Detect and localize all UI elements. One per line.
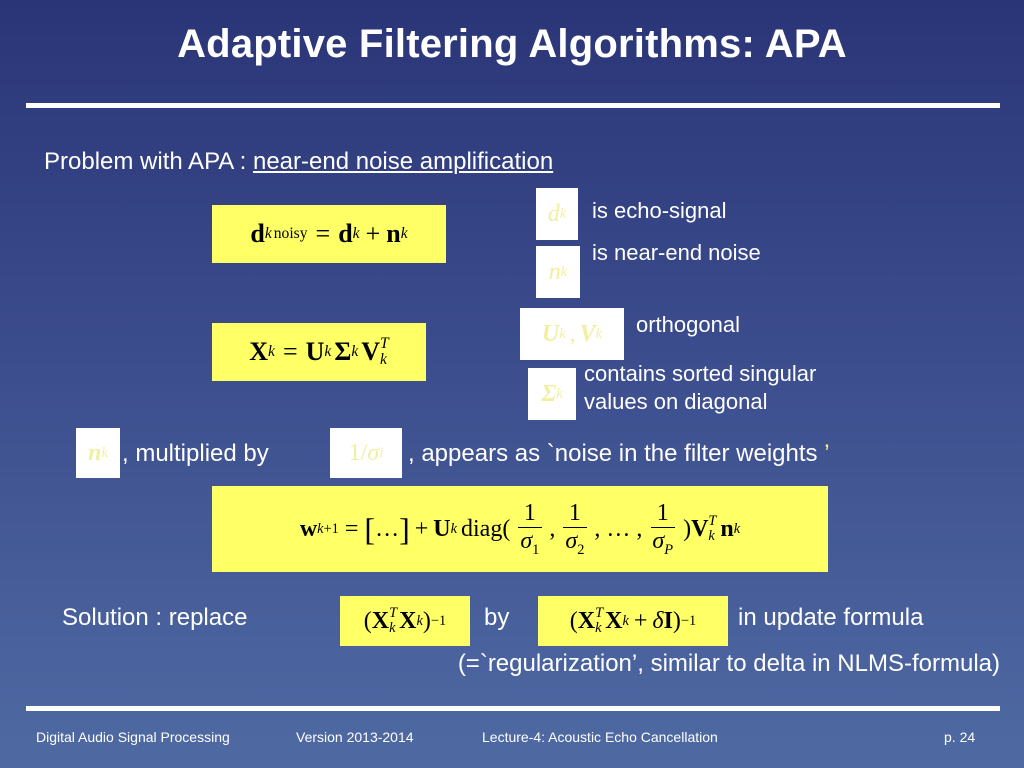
- orthogonal-description: orthogonal: [636, 312, 740, 337]
- solution-label: Solution : replace: [62, 604, 248, 631]
- echo-signal-description: is echo-signal: [592, 198, 727, 223]
- problem-label: Problem with APA :: [44, 148, 247, 175]
- sigma-description-line1: contains sorted singular: [584, 361, 817, 386]
- title-divider: [26, 103, 1000, 108]
- sigma-description-line2: values on diagonal: [584, 389, 768, 414]
- footer-page-number: p. 24: [944, 729, 976, 745]
- footer-course: Digital Audio Signal Processing: [36, 729, 230, 745]
- footer-version: Version 2013-2014: [296, 729, 414, 745]
- problem-line: Problem with APA : near-end noise amplif…: [44, 148, 553, 176]
- by-text: by: [484, 604, 510, 631]
- multiplied-by-text: , multiplied by: [122, 440, 269, 467]
- slide-title: Adaptive Filtering Algorithms: APA: [177, 22, 847, 66]
- regularization-note: (=`regularization’, similar to delta in …: [457, 650, 1000, 677]
- footer-divider: [26, 706, 1000, 711]
- footer-lecture: Lecture-4: Acoustic Echo Cancellation: [482, 729, 718, 745]
- closing-quote: ’: [824, 440, 830, 467]
- noise-description: is near-end noise: [592, 240, 761, 265]
- problem-topic: near-end noise amplification: [252, 148, 554, 175]
- in-update-text: in update formula: [738, 604, 924, 631]
- appears-as-text: , appears as `noise in the filter weight…: [408, 440, 830, 467]
